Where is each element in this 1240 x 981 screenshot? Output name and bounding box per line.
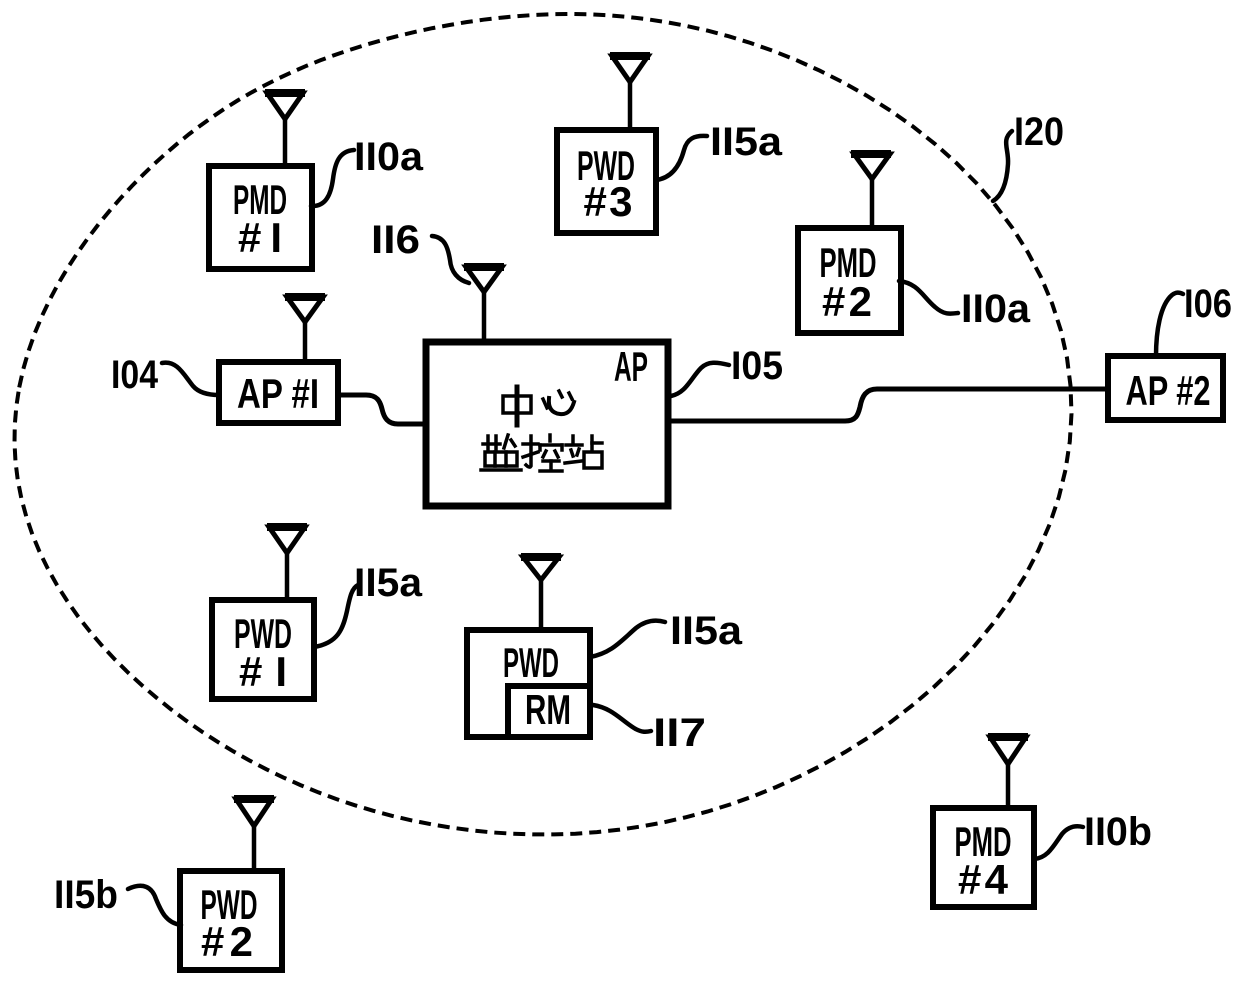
svg-text:AP: AP bbox=[614, 343, 648, 390]
svg-text:II0b: II0b bbox=[1084, 810, 1152, 854]
svg-text:PWD: PWD bbox=[577, 142, 635, 189]
svg-text:I05: I05 bbox=[731, 344, 783, 388]
svg-text:AP #2: AP #2 bbox=[1126, 367, 1211, 414]
svg-text:II5a: II5a bbox=[354, 561, 423, 605]
svg-text:PWD: PWD bbox=[201, 881, 258, 928]
svg-text:II7: II7 bbox=[653, 711, 706, 755]
svg-text:II6: II6 bbox=[371, 218, 420, 262]
svg-text:I20: I20 bbox=[1014, 110, 1064, 154]
svg-text:I06: I06 bbox=[1184, 282, 1232, 326]
svg-text:II5b: II5b bbox=[54, 873, 118, 917]
svg-text:PWD: PWD bbox=[234, 610, 292, 657]
svg-text:PMD: PMD bbox=[955, 818, 1012, 865]
svg-text:II5a: II5a bbox=[670, 609, 743, 653]
svg-text:I04: I04 bbox=[111, 353, 159, 397]
svg-text:II0a: II0a bbox=[961, 287, 1031, 331]
svg-text:AP #I: AP #I bbox=[237, 370, 319, 417]
svg-text:II0a: II0a bbox=[354, 135, 424, 179]
svg-text:PMD: PMD bbox=[820, 239, 877, 286]
svg-text:II5a: II5a bbox=[710, 120, 783, 164]
svg-text:RM: RM bbox=[525, 686, 571, 733]
svg-text:PWD: PWD bbox=[503, 639, 559, 686]
svg-text:#I: #I bbox=[238, 214, 282, 261]
svg-text:PMD: PMD bbox=[233, 176, 287, 223]
